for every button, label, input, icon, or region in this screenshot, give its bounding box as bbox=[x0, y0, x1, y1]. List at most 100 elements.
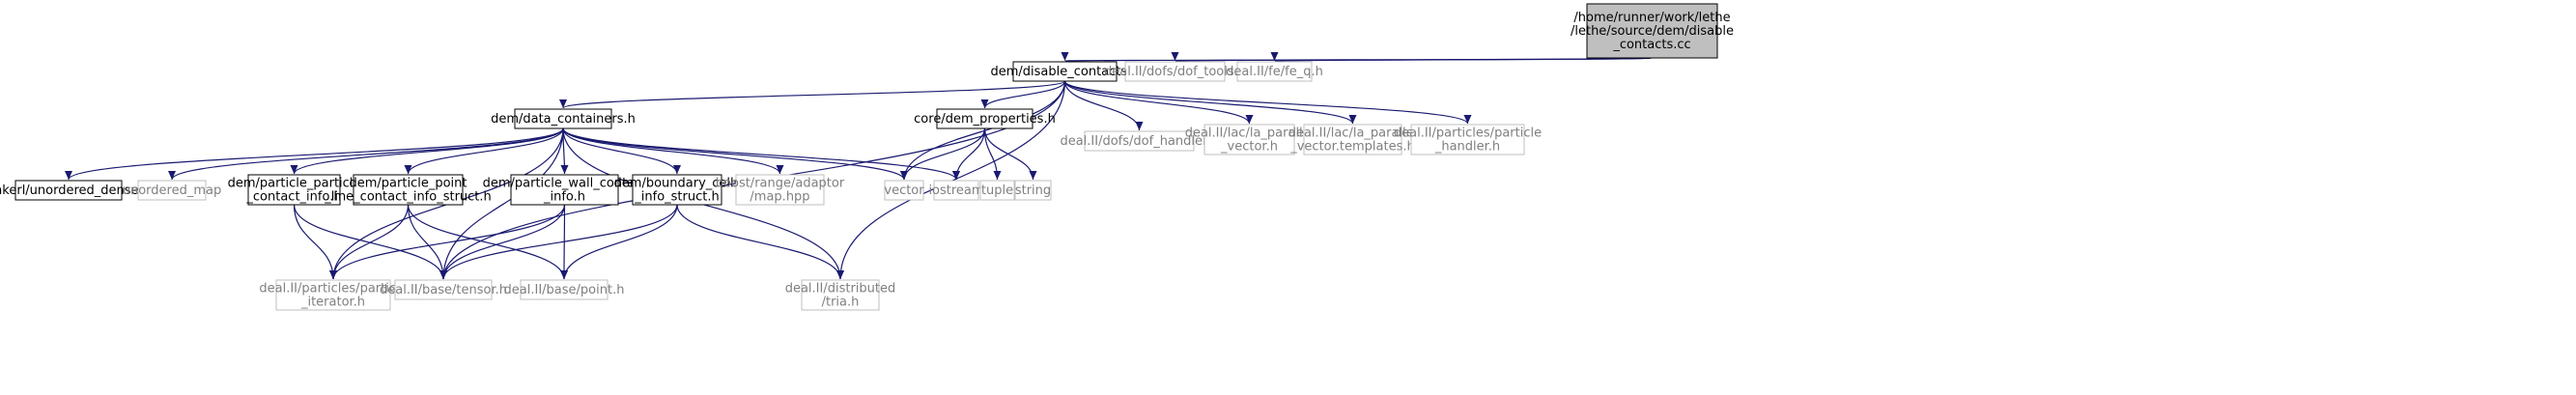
node-particle_wall[interactable]: dem/particle_wall_contact_info.h bbox=[483, 174, 647, 206]
node-unordered_dense[interactable]: ankerl/unordered_dense.h bbox=[0, 180, 151, 201]
node-label: ankerl/unordered_dense.h bbox=[0, 183, 151, 198]
edge-root-to-fe_q bbox=[1273, 51, 1654, 62]
node-label: core/dem_properties.h bbox=[914, 112, 1056, 127]
node-box bbox=[137, 180, 207, 201]
node-box bbox=[936, 108, 1033, 129]
node-boundary_cells[interactable]: dem/boundary_cells_info_struct.h bbox=[614, 174, 741, 206]
node-label: string bbox=[1015, 183, 1051, 198]
node-label: _vector.h bbox=[1220, 139, 1278, 154]
edges bbox=[65, 51, 1654, 280]
node-label: _handler.h bbox=[1434, 139, 1500, 154]
node-box bbox=[510, 174, 619, 206]
edge-data_containers-to-unordered_map bbox=[168, 127, 564, 181]
node-box bbox=[884, 180, 924, 201]
edge-data_containers-to-particle_point_line bbox=[404, 127, 564, 175]
edge-dem_properties-to-iostream bbox=[952, 127, 986, 181]
node-root[interactable]: /home/runner/work/lethe/lethe/source/dem… bbox=[1571, 3, 1734, 59]
node-label: dem/particle_point bbox=[350, 176, 467, 190]
edge-data_containers-to-particle_particle bbox=[290, 127, 564, 175]
edge-boundary_cells-to-tensor bbox=[439, 204, 678, 280]
edge-data_containers-to-boost_map bbox=[562, 127, 784, 175]
edge-disable_contacts_h-to-dem_properties bbox=[980, 80, 1066, 109]
node-label: deal.II/fe/fe_q.h bbox=[1226, 65, 1323, 79]
node-iostream: iostream bbox=[928, 180, 984, 201]
node-label: /home/runner/work/lethe bbox=[1573, 11, 1730, 25]
node-label: deal.II/lac/la_parallel bbox=[1185, 126, 1315, 140]
node-data_containers[interactable]: dem/data_containers.h bbox=[491, 108, 636, 129]
node-label: dem/data_containers.h bbox=[491, 112, 636, 127]
node-particle_point_line[interactable]: dem/particle_point_line_contact_info_str… bbox=[324, 174, 492, 206]
node-fe_q: deal.II/fe/fe_q.h bbox=[1226, 61, 1323, 82]
node-particle_iterator: deal.II/particles/particle_iterator.h bbox=[259, 279, 408, 311]
node-label: iostream bbox=[928, 183, 983, 198]
node-label: /lethe/source/dem/disable bbox=[1571, 24, 1734, 39]
node-label: _contacts.cc bbox=[1612, 38, 1690, 52]
node-box bbox=[1303, 124, 1402, 155]
node-box bbox=[1124, 61, 1226, 82]
node-label: _line_contact_info_struct.h bbox=[324, 189, 492, 204]
edge-boundary_cells-to-point bbox=[560, 204, 678, 280]
edge-particle_point_line-to-tensor bbox=[407, 204, 447, 280]
node-dof_handler: deal.II/dofs/dof_handler.h bbox=[1060, 130, 1219, 152]
nodes: /home/runner/work/lethe/lethe/source/dem… bbox=[0, 3, 1734, 311]
edge-disable_contacts_h-to-dof_handler bbox=[1063, 80, 1144, 131]
node-label: deal.II/base/tensor.h bbox=[380, 283, 507, 297]
node-box bbox=[247, 174, 341, 206]
node-label: dem/disable_contacts.h bbox=[990, 65, 1139, 79]
node-box bbox=[632, 174, 722, 206]
edge-particle_wall-to-particle_iterator bbox=[329, 204, 566, 280]
edge-data_containers-to-vector bbox=[562, 127, 908, 181]
edge-disable_contacts_h-to-la_parallel_vector bbox=[1063, 80, 1254, 125]
node-label: _iterator.h bbox=[300, 295, 365, 309]
node-tuple: tuple bbox=[979, 180, 1015, 201]
node-box bbox=[1236, 61, 1313, 82]
edge-dem_properties-to-string bbox=[983, 127, 1037, 181]
node-la_parallel_vector_templates: deal.II/lac/la_parallel_vector.templates… bbox=[1288, 124, 1418, 155]
node-unordered_map: unordered_map bbox=[123, 180, 221, 201]
node-box bbox=[353, 174, 464, 206]
node-label: _info_struct.h bbox=[634, 189, 719, 204]
edge-dem_properties-to-tuple bbox=[983, 127, 1002, 181]
node-box bbox=[1014, 180, 1052, 201]
node-box bbox=[933, 180, 979, 201]
node-box bbox=[514, 108, 612, 129]
node-label: boost/range/adaptor bbox=[716, 176, 845, 190]
node-box bbox=[801, 279, 880, 311]
node-box bbox=[1586, 3, 1718, 59]
node-particle_handler: deal.II/particles/particle_handler.h bbox=[1394, 124, 1542, 155]
node-box bbox=[14, 180, 123, 201]
node-label: _vector.templates.h bbox=[1289, 139, 1415, 154]
node-label: deal.II/dofs/dof_tools.h bbox=[1104, 65, 1246, 79]
edge-particle_wall-to-tensor bbox=[439, 204, 566, 280]
node-label: deal.II/lac/la_parallel bbox=[1288, 126, 1418, 140]
edge-data_containers-to-iostream bbox=[562, 127, 960, 181]
node-label: deal.II/distributed bbox=[785, 281, 896, 296]
edge-disable_contacts_h-to-data_containers bbox=[559, 80, 1066, 109]
edge-particle_point_line-to-point bbox=[407, 204, 568, 280]
node-box bbox=[1084, 130, 1195, 152]
edge-dem_properties-to-vector bbox=[900, 127, 986, 181]
node-label: _info.h bbox=[543, 189, 585, 204]
edge-disable_contacts_h-to-la_parallel_vector_templates bbox=[1063, 80, 1357, 125]
node-label: deal.II/base/point.h bbox=[504, 283, 625, 297]
node-point: deal.II/base/point.h bbox=[504, 279, 625, 300]
node-disable_contacts_h[interactable]: dem/disable_contacts.h bbox=[990, 61, 1140, 82]
node-boost_map: boost/range/adaptor/map.hpp bbox=[716, 174, 845, 206]
node-label: _contact_info.h bbox=[245, 189, 341, 204]
node-tria: deal.II/distributed/tria.h bbox=[785, 279, 896, 311]
node-label: deal.II/particles/particle bbox=[1394, 126, 1542, 140]
node-box bbox=[1012, 61, 1118, 82]
edge-boundary_cells-to-tria bbox=[676, 204, 844, 280]
edge-data_containers-to-boundary_cells bbox=[562, 127, 681, 175]
node-label: dem/boundary_cells bbox=[614, 176, 741, 190]
edge-data_containers-to-tensor bbox=[439, 127, 564, 280]
node-particle_particle[interactable]: dem/particle_particle_contact_info.h bbox=[228, 174, 361, 206]
node-label: dem/particle_wall_contact bbox=[483, 176, 647, 190]
node-box bbox=[520, 279, 609, 300]
node-dem_properties[interactable]: core/dem_properties.h bbox=[914, 108, 1056, 129]
node-box bbox=[275, 279, 391, 311]
edge-particle_point_line-to-particle_iterator bbox=[329, 204, 410, 280]
node-box bbox=[735, 174, 825, 206]
node-box bbox=[1410, 124, 1525, 155]
